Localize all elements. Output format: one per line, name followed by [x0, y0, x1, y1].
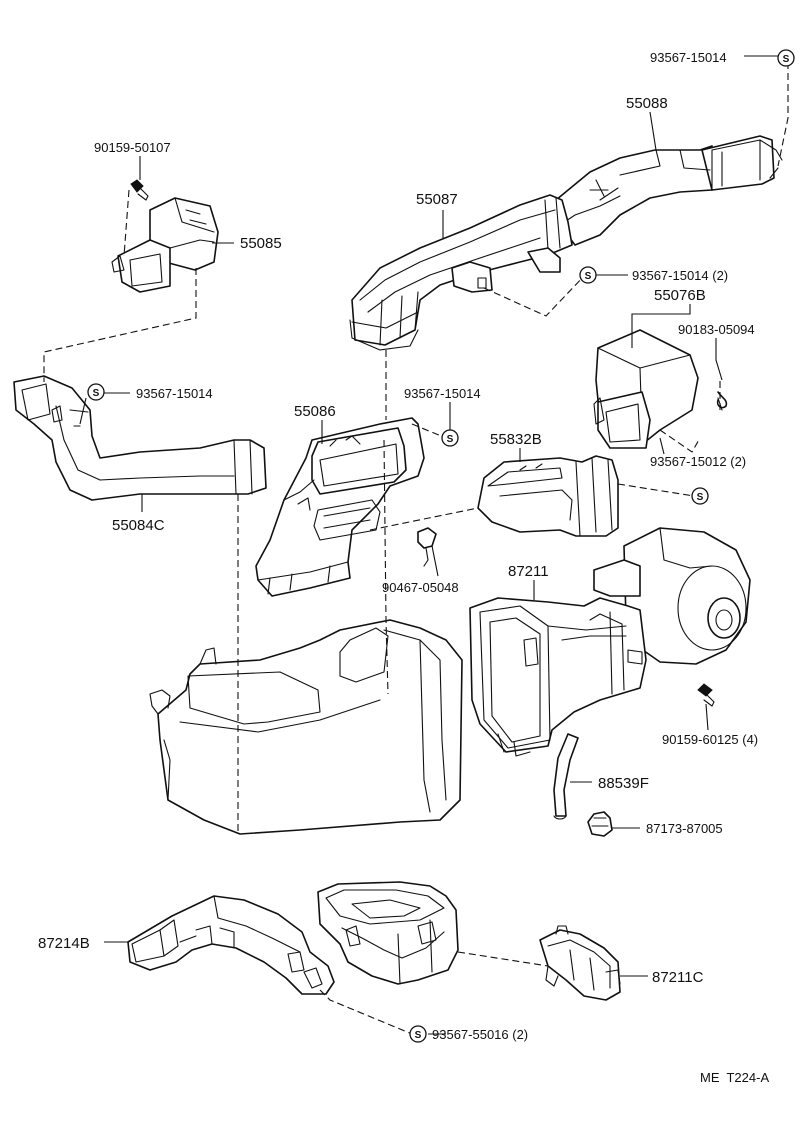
- label-90159-50107: 90159-50107: [94, 140, 171, 155]
- part-55087-drawing: [349, 194, 573, 351]
- seal-symbol-3: S: [87, 383, 105, 401]
- label-87173-87005: 87173-87005: [646, 821, 723, 836]
- part-55085-drawing: [111, 179, 219, 293]
- part-55832B-drawing: [477, 455, 619, 537]
- seal-symbol-4: S: [441, 429, 459, 447]
- label-93567-15014-mid: 93567-15014: [404, 386, 481, 401]
- part-87211-drawing: [469, 527, 751, 757]
- part-87214B-drawing: [127, 895, 335, 995]
- label-55832B: 55832B: [490, 431, 542, 448]
- label-55076B: 55076B: [654, 287, 706, 304]
- dashed-guide-lines: [43, 62, 789, 1035]
- part-87211C-drawing: [539, 925, 621, 1001]
- label-93567-15014-2: 93567-15014 (2): [632, 268, 728, 283]
- seal-symbol-5: S: [691, 487, 709, 505]
- svg-text:S: S: [585, 271, 592, 282]
- label-55086: 55086: [294, 403, 336, 420]
- blend-door-case-drawing: [317, 881, 459, 985]
- footer-diagram-code: ME T224-A: [700, 1070, 769, 1085]
- label-90159-60125-4: 90159-60125 (4): [662, 732, 758, 747]
- part-55088-drawing: [555, 135, 783, 246]
- seal-symbol-1: S: [777, 49, 795, 67]
- svg-text:S: S: [447, 434, 454, 445]
- label-55084C: 55084C: [112, 517, 165, 534]
- svg-text:S: S: [93, 388, 100, 399]
- seal-symbol-6: S: [409, 1025, 427, 1043]
- part-87173-87005-drawing: [587, 811, 613, 837]
- part-55076B-drawing: [593, 329, 728, 449]
- label-88539F: 88539F: [598, 775, 649, 792]
- part-55086-drawing: [255, 417, 425, 597]
- seal-symbol-2: S: [579, 266, 597, 284]
- label-87211: 87211: [508, 563, 549, 580]
- label-93567-15012-2: 93567-15012 (2): [650, 454, 746, 469]
- leader-lines: [79, 55, 778, 1035]
- label-93567-15014-top: 93567-15014: [650, 50, 727, 65]
- label-90467-05048: 90467-05048: [382, 580, 459, 595]
- label-90183-05094: 90183-05094: [678, 322, 755, 337]
- part-88539F-drawing: [553, 733, 579, 820]
- svg-text:S: S: [783, 54, 790, 65]
- label-55088: 55088: [626, 95, 668, 112]
- part-55084C-drawing: [13, 375, 267, 501]
- label-87211C: 87211C: [652, 969, 704, 986]
- label-93567-55016-2: 93567-55016 (2): [432, 1027, 528, 1042]
- clip-90467-05048-drawing: [417, 527, 437, 567]
- label-87214B: 87214B: [38, 935, 90, 952]
- svg-text:S: S: [697, 492, 704, 503]
- label-55085: 55085: [240, 235, 282, 252]
- heater-case-drawing: [149, 619, 463, 835]
- svg-text:S: S: [415, 1030, 422, 1041]
- label-93567-15014-left: 93567-15014: [136, 386, 213, 401]
- label-55087: 55087: [416, 191, 458, 208]
